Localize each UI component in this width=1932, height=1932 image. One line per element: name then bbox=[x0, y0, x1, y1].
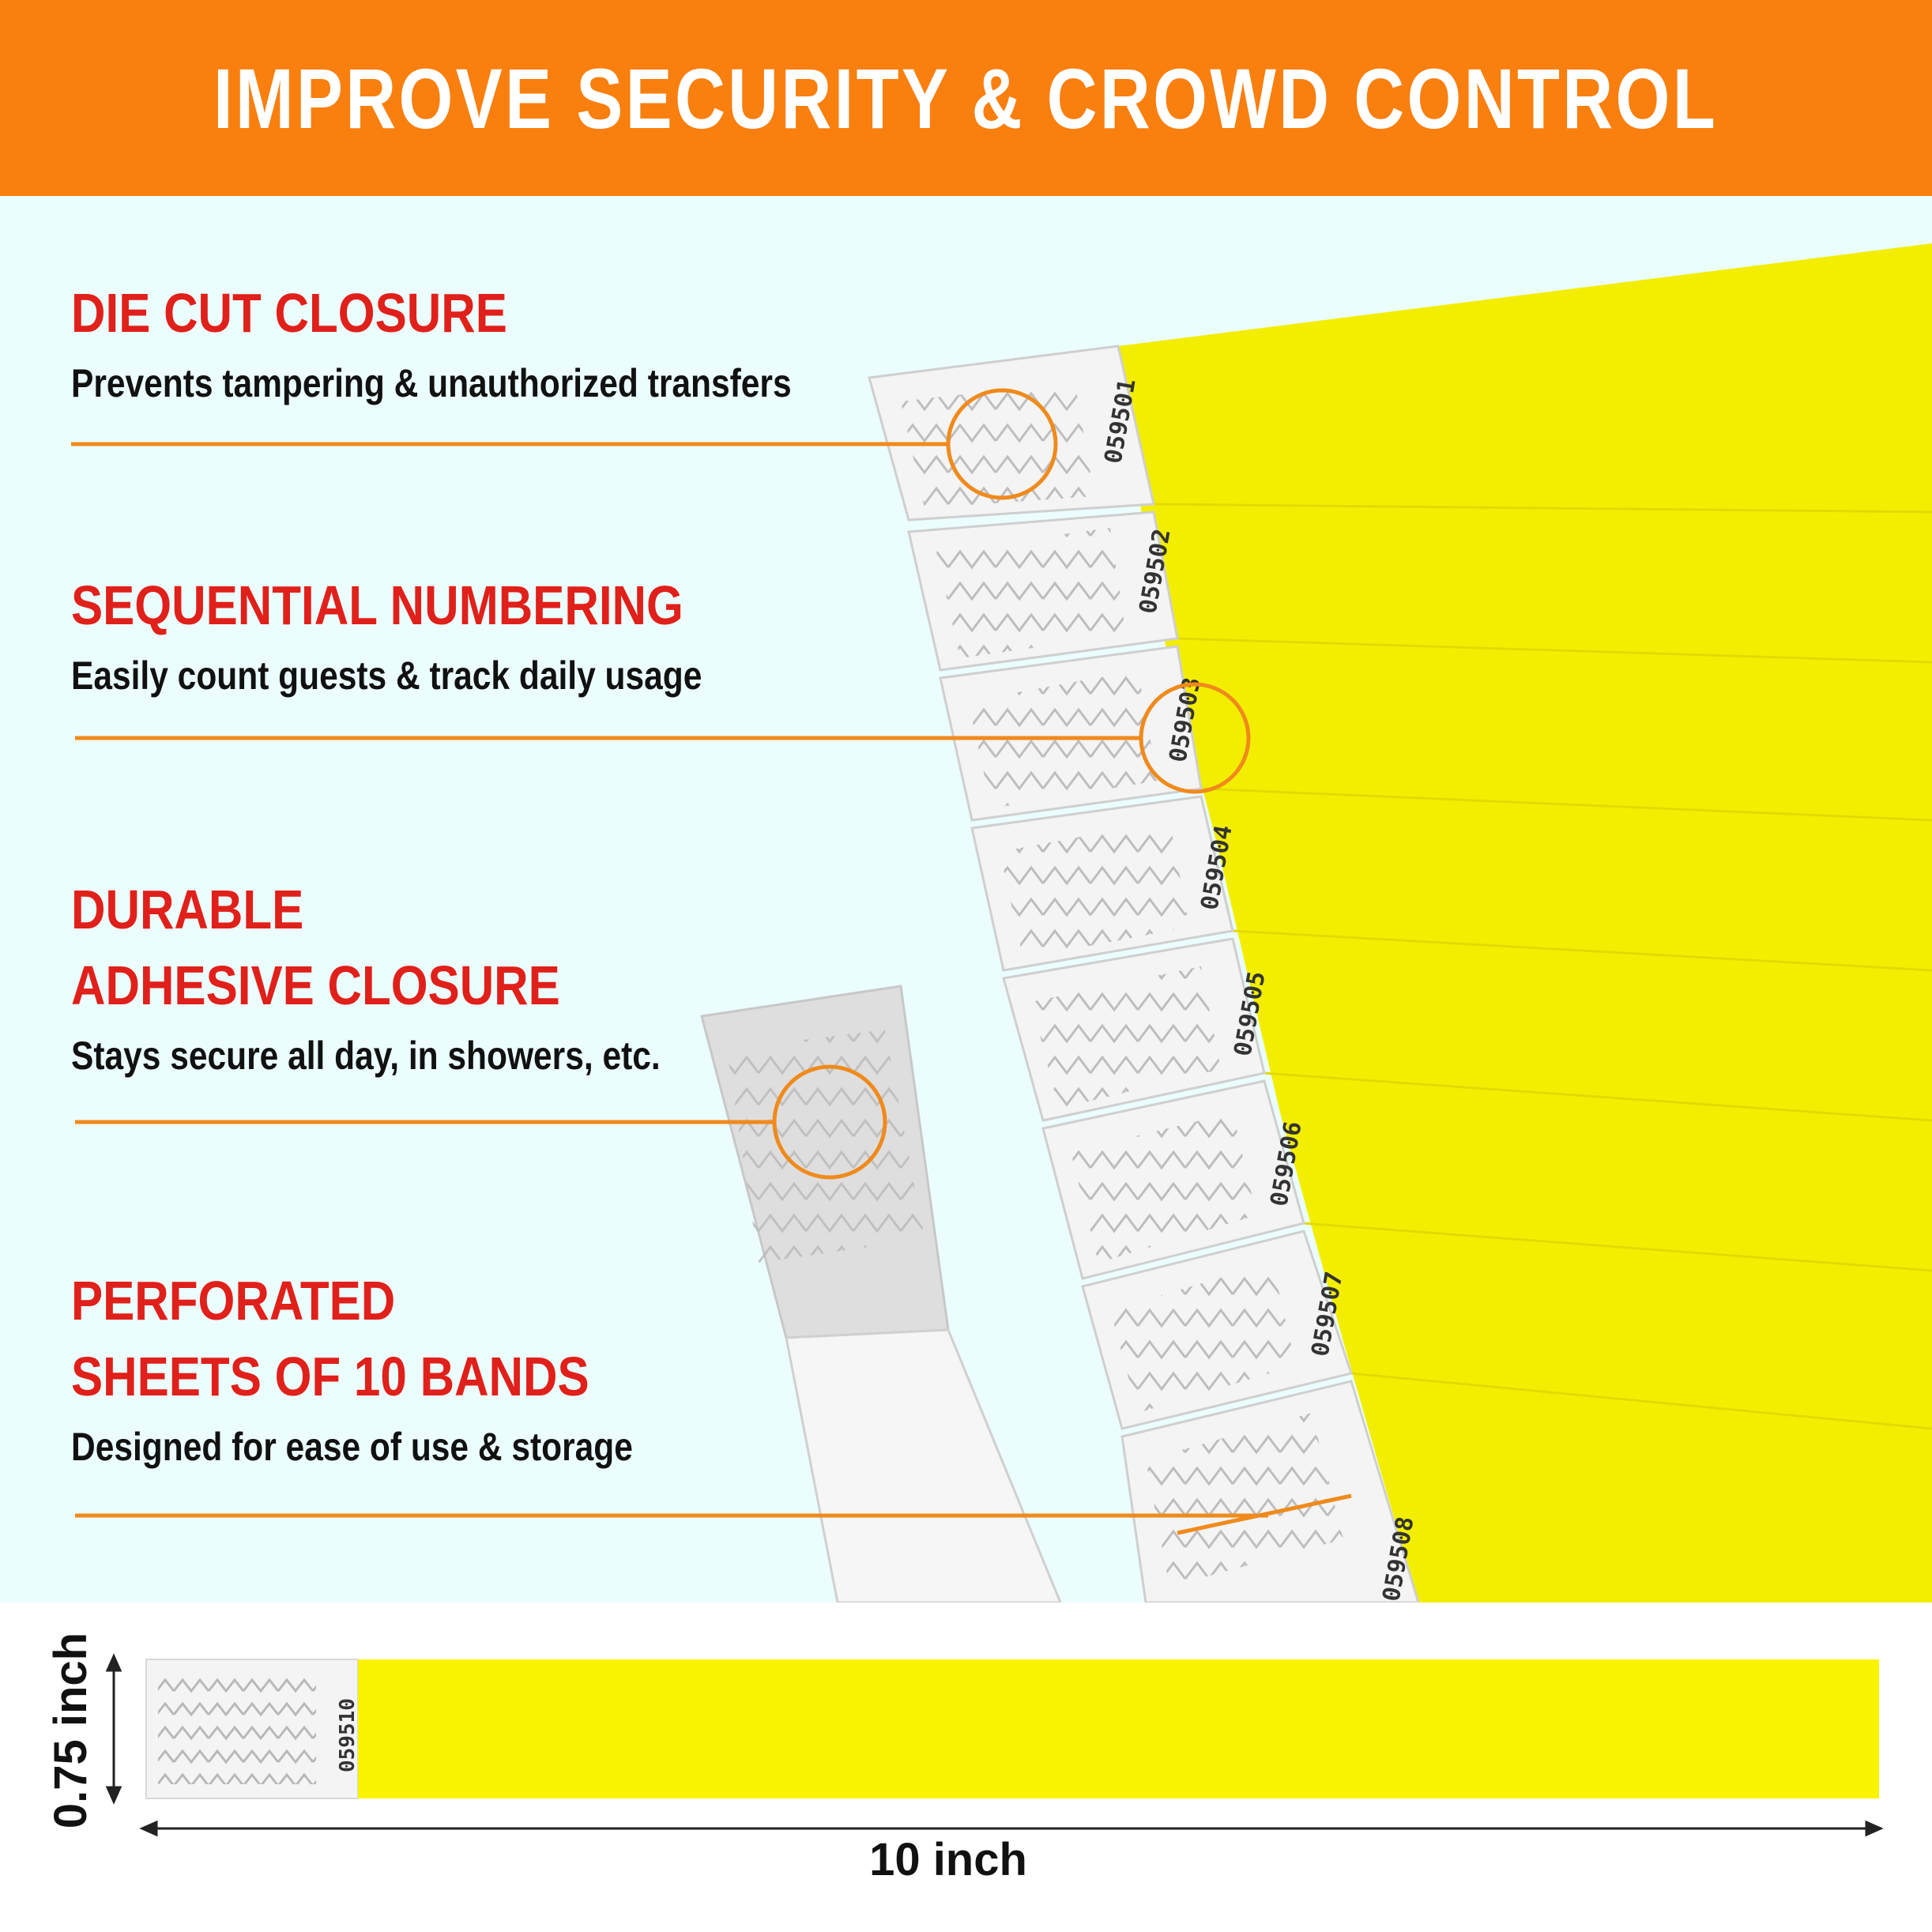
feature-description: Prevents tampering & unauthorized transf… bbox=[71, 361, 792, 405]
loose-band-strip bbox=[785, 1328, 1062, 1602]
feature-title: DIE CUT CLOSURE bbox=[71, 282, 507, 344]
single-band-strip bbox=[358, 1659, 1879, 1798]
feature-adhesive-closure: DURABLE ADHESIVE CLOSURE Stays secure al… bbox=[71, 872, 764, 1083]
feature-description: Stays secure all day, in showers, etc. bbox=[71, 1034, 661, 1078]
feature-description: Easily count guests & track daily usage bbox=[71, 653, 702, 698]
feature-description: Designed for ease of use & storage bbox=[71, 1425, 633, 1469]
feature-title-line-2: SHEETS OF 10 BANDS bbox=[71, 1346, 589, 1407]
feature-perforated-sheets: PERFORATED SHEETS OF 10 BANDS Designed f… bbox=[71, 1263, 732, 1474]
feature-title-line-1: DURABLE bbox=[71, 879, 304, 940]
single-band-diagram: 059510 bbox=[105, 1653, 1884, 1837]
header-banner: IMPROVE SECURITY & CROWD CONTROL bbox=[0, 0, 1932, 196]
height-dimension-label: 0.75 inch bbox=[45, 1632, 96, 1829]
wristband-sheet-illustration: 059501 059502 059503 059504 059505 05950… bbox=[71, 243, 1932, 1602]
width-dimension-arrow bbox=[139, 1820, 1884, 1837]
feature-title: SEQUENTIAL NUMBERING bbox=[71, 574, 684, 636]
height-dimension-arrow bbox=[105, 1653, 122, 1805]
feature-die-cut: DIE CUT CLOSURE Prevents tampering & una… bbox=[71, 275, 918, 411]
yellow-band-sheet bbox=[1118, 243, 1932, 1602]
feature-title-line-2: ADHESIVE CLOSURE bbox=[71, 955, 560, 1016]
feature-sequential-numbering: SEQUENTIAL NUMBERING Easily count guests… bbox=[71, 567, 813, 703]
feature-panel: 059501 059502 059503 059504 059505 05950… bbox=[0, 196, 1932, 1602]
dimension-section: 059510 bbox=[0, 1602, 1932, 1932]
page-title: IMPROVE SECURITY & CROWD CONTROL bbox=[213, 50, 1719, 146]
single-band-number: 059510 bbox=[336, 1698, 360, 1772]
width-dimension-label: 10 inch bbox=[869, 1834, 1027, 1885]
feature-title-line-1: PERFORATED bbox=[71, 1270, 396, 1331]
